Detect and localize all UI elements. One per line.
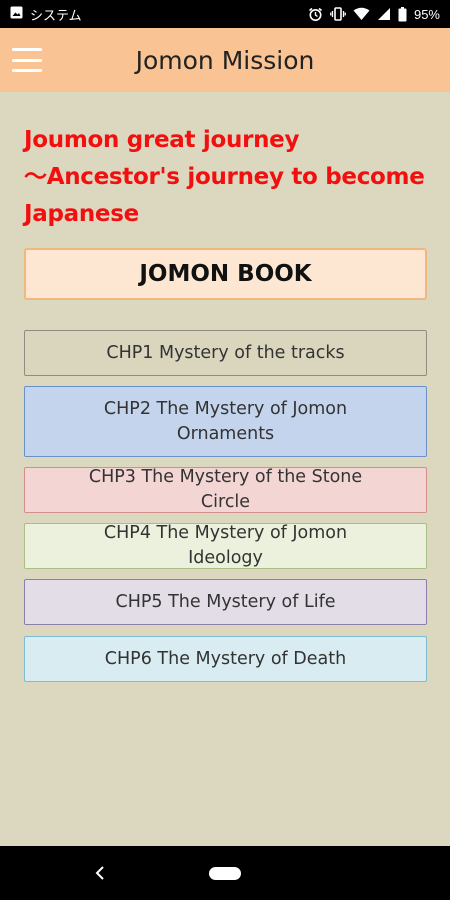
notification-app-label: システム [30, 7, 82, 23]
chapter-6-button[interactable]: CHP6 The Mystery of Death [24, 636, 427, 682]
menu-line [12, 48, 42, 51]
image-notification-icon [10, 6, 23, 22]
jomon-book-button[interactable]: JOMON BOOK [24, 248, 427, 300]
hamburger-menu-icon[interactable] [12, 48, 42, 72]
vibrate-icon [330, 7, 346, 21]
alarm-icon [308, 7, 323, 22]
headline-line-1: Joumon great journey [24, 127, 300, 153]
status-right: 95% [308, 6, 440, 22]
home-pill-button[interactable] [209, 867, 241, 880]
navigation-bar [0, 846, 450, 900]
menu-line [12, 58, 42, 62]
chapter-5-button[interactable]: CHP5 The Mystery of Life [24, 579, 427, 625]
app-title: Jomon Mission [135, 45, 315, 75]
wifi-icon [353, 7, 370, 21]
status-bar: システム 95% [0, 0, 450, 28]
main-content: Joumon great journey 〜Ancestor's journey… [0, 92, 450, 846]
battery-icon [398, 6, 407, 22]
chapter-3-button[interactable]: CHP3 The Mystery of the Stone Circle [24, 467, 427, 513]
status-left: システム [10, 5, 82, 24]
cell-signal-icon [377, 7, 391, 21]
headline-line-3: Japanese [24, 201, 139, 227]
menu-line [12, 69, 42, 72]
chapter-2-button[interactable]: CHP2 The Mystery of Jomon Ornaments [24, 386, 427, 457]
back-icon[interactable] [92, 864, 110, 882]
battery-percent: 95% [413, 6, 440, 22]
headline-line-2: 〜Ancestor's journey to become [24, 164, 425, 190]
chapter-4-button[interactable]: CHP4 The Mystery of Jomon Ideology [24, 523, 427, 569]
headline: Joumon great journey 〜Ancestor's journey… [24, 122, 434, 233]
app-bar: Jomon Mission [0, 28, 450, 92]
chapter-1-button[interactable]: CHP1 Mystery of the tracks [24, 330, 427, 376]
